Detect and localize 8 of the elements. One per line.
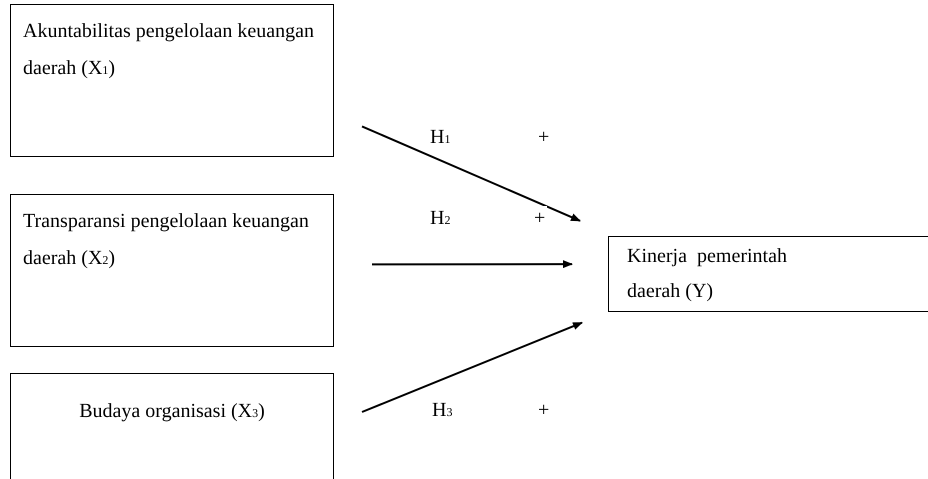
- variable-box: [10, 194, 334, 347]
- variable-label: Kinerja pemerintah daerah (Y): [627, 244, 787, 304]
- arrow: [362, 322, 583, 413]
- variable-box: [608, 236, 928, 312]
- variable-box: [10, 373, 334, 479]
- arrow: [372, 260, 573, 268]
- variable-box: [10, 4, 334, 157]
- arrow: [362, 125, 581, 222]
